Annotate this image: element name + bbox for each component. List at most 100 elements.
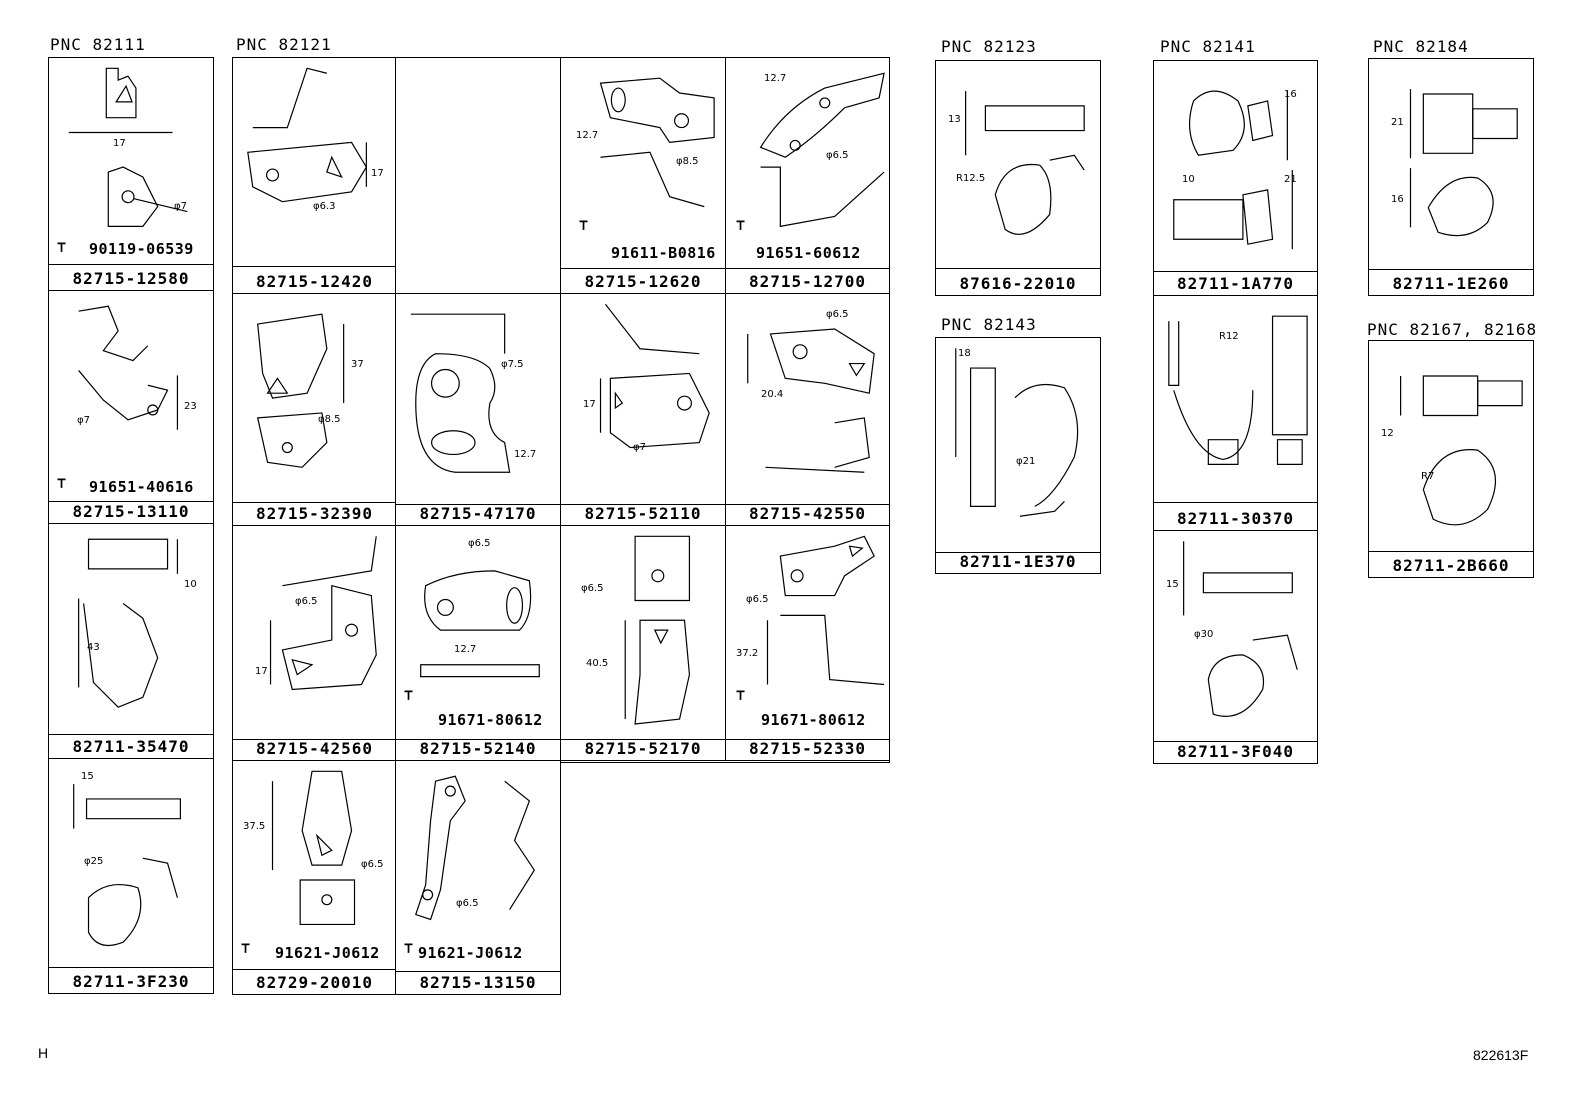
part-cell-82715-47170[interactable]: φ7.5 12.7 82715-47170	[395, 293, 561, 526]
dimension-label: φ6.5	[456, 898, 479, 909]
part-number[interactable]: 82715-42550	[749, 504, 866, 523]
part-number[interactable]: 82715-12620	[584, 272, 702, 291]
bracket-drawing	[396, 526, 560, 760]
dimension-label: 10	[184, 579, 197, 590]
clip-drawing	[1369, 341, 1533, 577]
part-number[interactable]: 82711-30370	[1177, 509, 1294, 528]
part-number[interactable]: 82715-42560	[256, 739, 373, 758]
bracket-drawing	[561, 294, 725, 525]
part-cell-82711-3F040[interactable]: 15 φ30 82711-3F040	[1153, 530, 1318, 764]
dimension-label: R12	[1219, 331, 1239, 342]
dimension-label: φ21	[1016, 456, 1036, 467]
clip-drawing	[1154, 61, 1317, 295]
bolt-icon: ⊤	[404, 939, 414, 957]
dimension-label: 13	[948, 114, 961, 125]
bolt-part-number[interactable]: 91611-B0816	[611, 244, 716, 262]
part-cell-82711-1E260[interactable]: 21 16 82711-1E260	[1368, 58, 1534, 296]
dimension-label: 10	[1182, 174, 1195, 185]
part-cell-82711-3F230[interactable]: 15 φ25 82711-3F230	[48, 758, 214, 994]
clip-drawing	[936, 61, 1100, 295]
part-number[interactable]: 82715-47170	[419, 504, 537, 523]
bolt-part-number[interactable]: 91621-J0612	[418, 944, 523, 962]
part-number[interactable]: 82715-13150	[419, 973, 537, 992]
dimension-label: φ7	[174, 201, 187, 212]
part-cell-82715-12420[interactable]: 17 φ6.3 82715-12420	[232, 57, 397, 294]
dimension-label: R12.5	[956, 173, 986, 184]
dimension-label: φ25	[84, 856, 104, 867]
bolt-icon: ⊤	[57, 474, 67, 492]
part-cell-82715-42560[interactable]: φ6.5 17 82715-42560	[232, 525, 397, 761]
clip-drawing	[936, 338, 1100, 573]
part-cell-82729-20010[interactable]: 37.5 φ6.5 ⊤ 91621-J0612 82729-20010	[232, 760, 397, 995]
part-number[interactable]: 82711-1E260	[1392, 274, 1510, 293]
part-number[interactable]: 82729-20010	[256, 973, 373, 992]
part-cell-87616-22010[interactable]: 13 R12.5 87616-22010	[935, 60, 1101, 296]
part-number[interactable]: 82715-52110	[584, 504, 702, 523]
pnc-header-82167-82168: PNC 82167, 82168	[1367, 320, 1538, 339]
bolt-part-number[interactable]: 90119-06539	[89, 240, 194, 258]
dimension-label: 40.5	[586, 658, 609, 669]
part-number[interactable]: 82715-32390	[256, 504, 373, 523]
part-number[interactable]: 82715-12700	[749, 272, 866, 291]
part-number[interactable]: 87616-22010	[959, 274, 1077, 293]
dimension-label: 12	[1381, 428, 1394, 439]
part-cell-82711-2B660[interactable]: 12 R7 82711-2B660	[1368, 340, 1534, 578]
bracket-drawing	[233, 58, 396, 293]
pnc-header-82141: PNC 82141	[1160, 37, 1256, 56]
part-cell-82715-12580[interactable]: 17 φ7 ⊤ 90119-06539 82715-12580	[48, 57, 214, 291]
part-number[interactable]: 82711-1A770	[1177, 274, 1294, 293]
bracket-drawing	[49, 291, 213, 523]
part-cell-82711-1A770[interactable]: 16 10 21 82711-1A770	[1153, 60, 1318, 296]
part-cell-82715-12620[interactable]: 12.7 φ8.5 ⊤ 91611-B0816 82715-12620	[560, 57, 726, 294]
dimension-label: 17	[113, 138, 126, 149]
bracket-drawing	[561, 58, 725, 293]
bolt-part-number[interactable]: 91671-80612	[438, 711, 543, 729]
dimension-label: φ7	[77, 415, 90, 426]
part-number[interactable]: 82711-3F230	[72, 972, 190, 991]
clip-drawing	[1154, 296, 1317, 530]
part-number[interactable]: 82715-52170	[584, 739, 702, 758]
clip-drawing	[49, 759, 213, 993]
part-number[interactable]: 82715-12420	[256, 272, 373, 291]
bracket-drawing	[233, 761, 396, 994]
dimension-label: 23	[184, 401, 197, 412]
bracket-drawing	[726, 526, 889, 760]
part-number[interactable]: 82711-2B660	[1392, 556, 1510, 575]
bolt-icon: ⊤	[57, 238, 67, 256]
part-number[interactable]: 82715-52330	[749, 739, 866, 758]
dimension-label: φ6.5	[295, 596, 318, 607]
bolt-part-number[interactable]: 91671-80612	[761, 711, 866, 729]
part-cell-82715-32390[interactable]: 37 φ8.5 82715-32390	[232, 293, 397, 526]
part-number[interactable]: 82711-35470	[72, 737, 190, 756]
part-cell-82711-35470[interactable]: 10 43 82711-35470	[48, 523, 214, 759]
dimension-label: 37	[351, 359, 364, 370]
part-number[interactable]: 82715-13110	[72, 502, 190, 521]
dimension-label: R7	[1421, 471, 1435, 482]
dimension-label: φ8.5	[676, 156, 699, 167]
part-cell-82715-52330[interactable]: φ6.5 37.2 ⊤ 91671-80612 82715-52330	[725, 525, 890, 761]
part-number[interactable]: 82711-1E370	[959, 552, 1077, 571]
part-cell-82711-30370[interactable]: R12 82711-30370	[1153, 295, 1318, 531]
dimension-label: 17	[583, 399, 596, 410]
dimension-label: 17	[255, 666, 268, 677]
part-number[interactable]: 82715-52140	[419, 739, 537, 758]
part-cell-82715-52170[interactable]: φ6.5 40.5 82715-52170	[560, 525, 726, 761]
part-number[interactable]: 82715-12580	[72, 269, 190, 288]
part-cell-82715-13150[interactable]: φ6.5 ⊤ 91621-J0612 82715-13150	[395, 760, 561, 995]
bolt-part-number[interactable]: 91651-60612	[756, 244, 861, 262]
part-cell-82715-52140[interactable]: φ6.5 12.7 ⊤ 91671-80612 82715-52140	[395, 525, 561, 761]
pnc-header-82143: PNC 82143	[941, 315, 1037, 334]
part-cell-82711-1E370[interactable]: 18 φ21 82711-1E370	[935, 337, 1101, 574]
dimension-label: 17	[371, 168, 384, 179]
dimension-label: 37.5	[243, 821, 266, 832]
dimension-label: φ6.3	[313, 201, 336, 212]
part-number[interactable]: 82711-3F040	[1177, 742, 1294, 761]
part-cell-82715-52110[interactable]: 17 φ7 82715-52110	[560, 293, 726, 526]
part-cell-82715-42550[interactable]: φ6.5 20.4 82715-42550	[725, 293, 890, 526]
part-cell-82715-12700[interactable]: 12.7 φ6.5 ⊤ 91651-60612 82715-12700	[725, 57, 890, 294]
bolt-part-number[interactable]: 91621-J0612	[275, 944, 380, 962]
pnc-header-82184: PNC 82184	[1373, 37, 1469, 56]
part-cell-82715-13110[interactable]: 23 φ7 ⊤ 91651-40616 82715-13110	[48, 290, 214, 524]
bolt-part-number[interactable]: 91651-40616	[89, 478, 194, 496]
dimension-label: 12.7	[514, 449, 537, 460]
